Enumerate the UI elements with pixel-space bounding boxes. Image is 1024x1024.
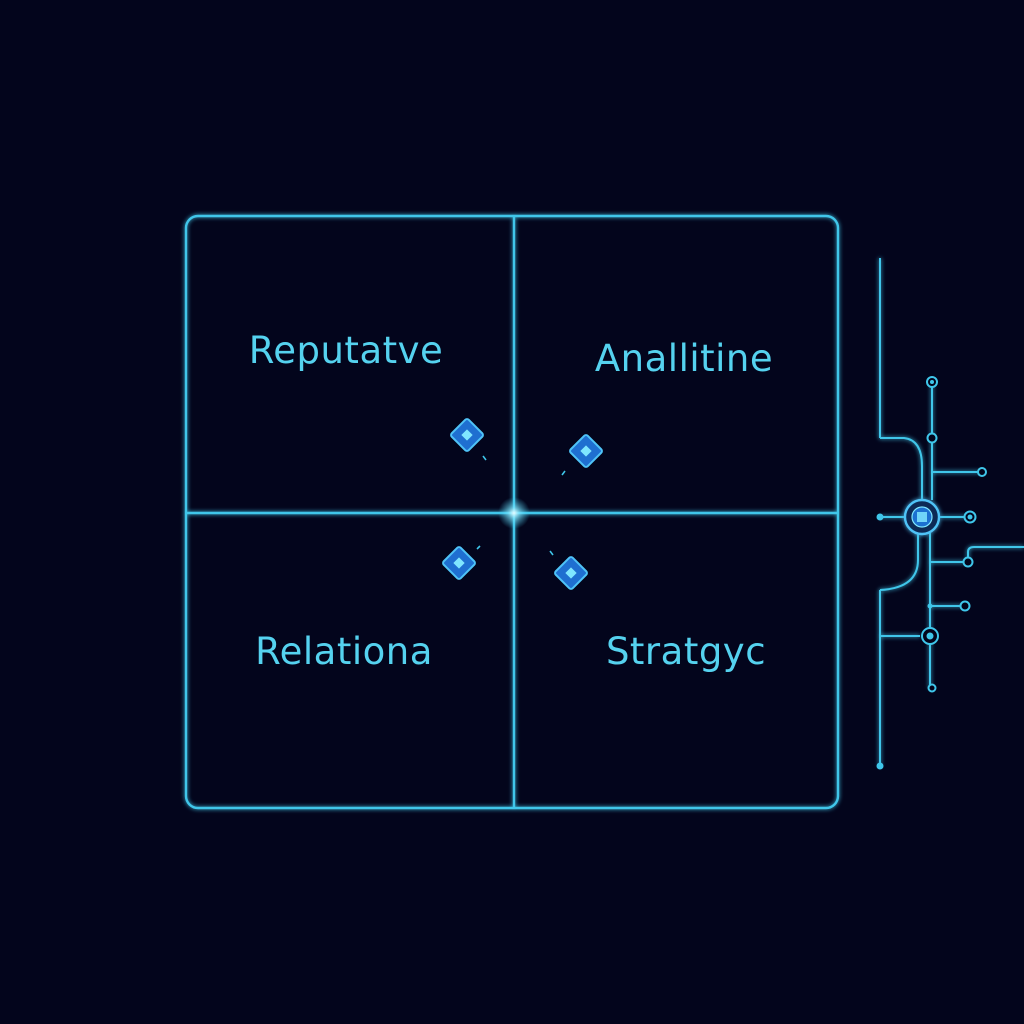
quadrant-labels: Reputatve Anallitine Relationa Stratgyc	[249, 329, 773, 673]
diamond-node-icon	[569, 434, 603, 468]
circuit-node	[977, 467, 987, 477]
circuit-node	[927, 683, 937, 693]
quadrant-label-top-left: Reputatve	[249, 329, 444, 372]
center-glow	[498, 497, 530, 529]
circuit-node	[962, 556, 974, 568]
diamond-node-icon	[442, 546, 476, 580]
quadrant-label-bottom-right: Stratgyc	[606, 630, 766, 673]
circuit-trace-icon	[879, 258, 1024, 766]
quadrant-label-top-right: Anallitine	[595, 337, 773, 380]
marker-ticks	[476, 455, 566, 556]
circuit-node	[959, 600, 971, 612]
quadrant-label-bottom-left: Relationa	[255, 630, 433, 673]
circuit-node	[926, 432, 938, 444]
diamond-markers	[442, 418, 603, 590]
diamond-node-icon	[554, 556, 588, 590]
chip-hub-icon	[903, 498, 941, 536]
diamond-node-icon	[450, 418, 484, 452]
circuit-dots	[876, 380, 973, 770]
